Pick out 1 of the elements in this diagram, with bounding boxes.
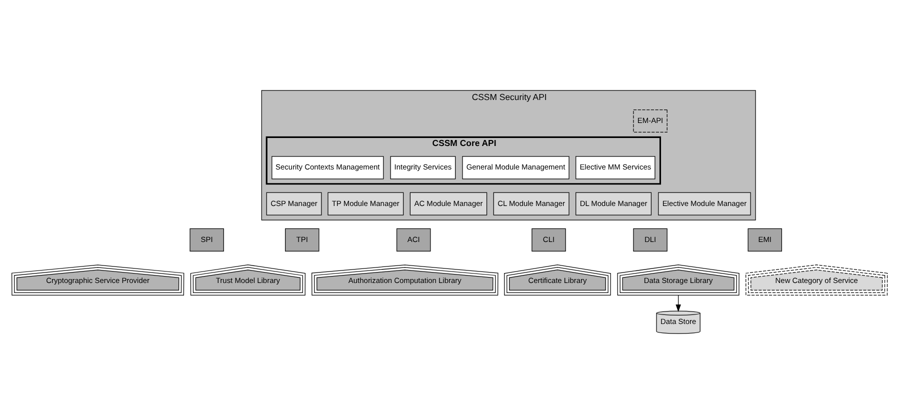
arrow: [676, 294, 681, 312]
